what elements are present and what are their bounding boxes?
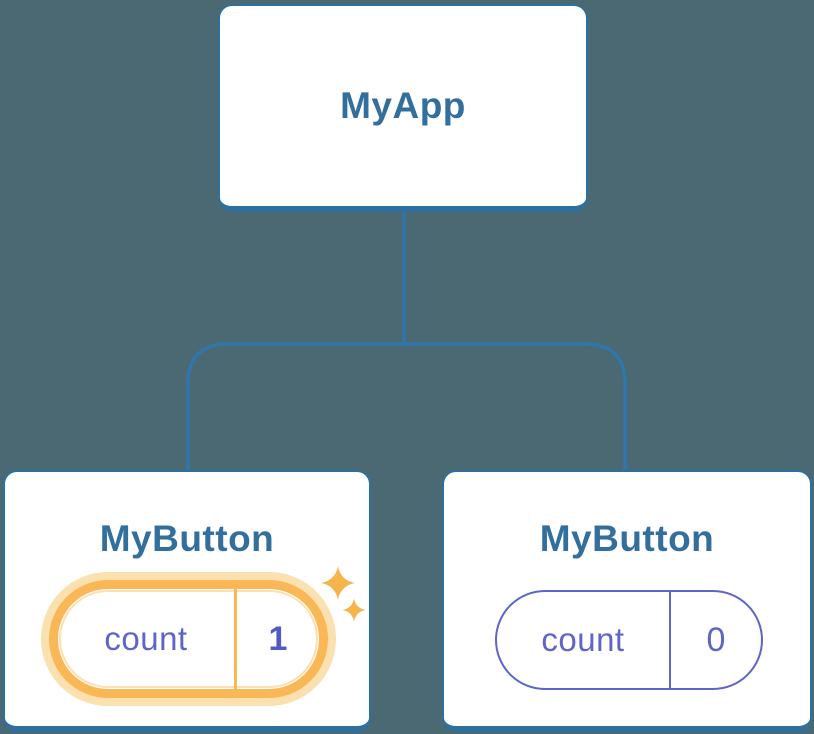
node-card-root: MyApp [218,4,588,212]
state-key-cell: count [58,589,234,689]
node-card-child-right: MyButton count 0 [442,470,812,732]
pill-divider [669,592,671,688]
state-value-cell: 0 [671,592,761,688]
state-pill-highlighted: count 1 [49,580,328,698]
node-card-child-left: MyButton count 1 [3,470,371,732]
node-label: MyButton [539,518,715,559]
state-value: 1 [268,619,288,658]
state-key-cell: count [497,592,669,688]
state-key: count [541,621,625,658]
state-key: count [104,620,188,657]
state-pill: count 0 [495,590,763,690]
node-label: MyApp [340,85,466,126]
state-value-cell: 1 [237,589,319,689]
node-label: MyButton [99,518,275,559]
state-value: 0 [706,620,726,659]
pill-divider [234,589,237,689]
